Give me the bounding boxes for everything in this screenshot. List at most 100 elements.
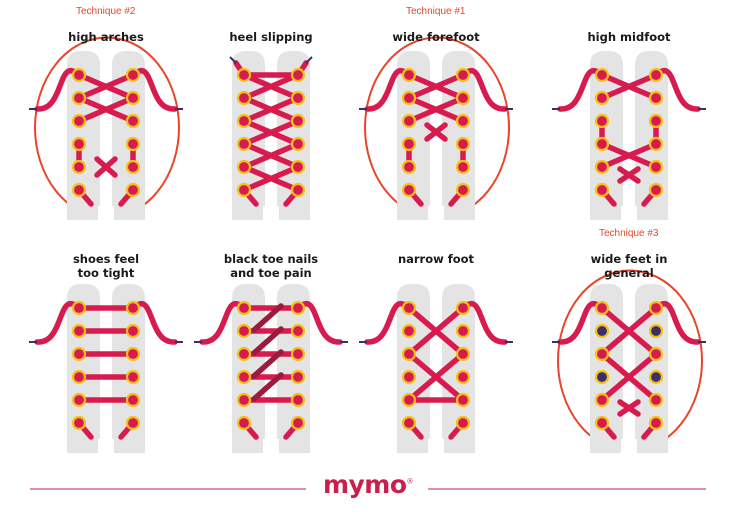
eyelet	[401, 182, 417, 198]
eyelet	[401, 346, 417, 362]
eyelet	[71, 392, 87, 408]
eyelet	[290, 323, 306, 339]
eyelet	[236, 346, 252, 362]
eyelet	[648, 159, 664, 175]
eyelet	[401, 113, 417, 129]
eyelet	[71, 113, 87, 129]
eyelet	[71, 415, 87, 431]
eyelet	[236, 415, 252, 431]
panel-title-too-tight: shoes feel too tight	[72, 252, 140, 280]
eyelet-unused	[594, 323, 610, 339]
highlight-ellipse	[364, 36, 510, 219]
lace-cross	[94, 156, 118, 178]
lace-cross	[241, 164, 301, 193]
tongue-notch	[263, 439, 279, 453]
eyelet	[236, 67, 252, 83]
laces	[364, 68, 508, 207]
eyelet	[594, 346, 610, 362]
laces	[364, 301, 508, 440]
panel-narrow-foot	[359, 284, 513, 453]
panel-toe-pain	[194, 284, 348, 453]
eyelet	[401, 323, 417, 339]
eyelet	[455, 346, 471, 362]
lace-diagonal	[251, 326, 284, 356]
eyelet	[290, 159, 306, 175]
technique-label: Technique #1	[406, 6, 466, 17]
lace-cross	[76, 72, 136, 101]
eyelet	[290, 90, 306, 106]
eyelet	[455, 323, 471, 339]
eyelet	[290, 182, 306, 198]
eyelet	[290, 346, 306, 362]
eyelet	[236, 300, 252, 316]
lace-cross	[76, 95, 136, 124]
lace-diagonal	[251, 349, 284, 379]
eyelet	[455, 136, 471, 152]
eyelet	[455, 113, 471, 129]
eyelet	[648, 182, 664, 198]
eyelet	[71, 300, 87, 316]
eyelet	[125, 392, 141, 408]
panel-heel-slipping	[229, 51, 313, 220]
highlight-ellipse	[557, 269, 703, 452]
lace-cross	[406, 95, 466, 124]
lace-cross	[599, 351, 659, 403]
eyelet	[290, 136, 306, 152]
lace-cross	[406, 351, 466, 403]
eyelet	[455, 67, 471, 83]
eyelet	[401, 300, 417, 316]
eyelet	[594, 182, 610, 198]
tongue-notch	[98, 206, 114, 220]
eyelet	[125, 415, 141, 431]
panel-title-heel-slipping: heel slipping	[229, 30, 313, 44]
eyelet	[125, 346, 141, 362]
lace-diagonal	[251, 303, 284, 333]
panel-wide-forefoot	[359, 36, 513, 220]
eyelet	[71, 346, 87, 362]
eyelet	[455, 300, 471, 316]
eyelet	[401, 392, 417, 408]
aglet-right	[305, 56, 313, 64]
lace-cross	[241, 118, 301, 147]
eyelet	[594, 392, 610, 408]
eyelet	[125, 67, 141, 83]
lace-cross	[241, 72, 301, 101]
eyelet	[125, 113, 141, 129]
eyelet	[71, 67, 87, 83]
tongue-notch	[263, 206, 279, 220]
eyelet	[125, 90, 141, 106]
panel-high-arches	[29, 36, 183, 220]
eyelet	[648, 392, 664, 408]
eyelet	[236, 159, 252, 175]
eyelet	[290, 369, 306, 385]
eyelet	[125, 182, 141, 198]
eyelet	[71, 369, 87, 385]
panel-title-narrow-foot: narrow foot	[397, 252, 475, 266]
eyelet	[236, 323, 252, 339]
eyelet	[71, 182, 87, 198]
lace-cross	[406, 72, 466, 101]
eyelet	[236, 113, 252, 129]
lace-diagonal	[251, 372, 284, 402]
panel-high-midfoot	[552, 51, 706, 220]
lace-cross	[617, 166, 641, 184]
eyelet	[125, 300, 141, 316]
eyelet	[455, 90, 471, 106]
eyelet	[455, 392, 471, 408]
eyelet-unused	[648, 323, 664, 339]
eyelet	[401, 136, 417, 152]
eyelet	[594, 415, 610, 431]
tongue-notch	[621, 439, 637, 453]
eyelet	[290, 113, 306, 129]
laces	[199, 301, 343, 440]
tongue-notch	[428, 439, 444, 453]
laces	[34, 301, 178, 440]
tongue-notch	[621, 206, 637, 220]
aglet-left	[229, 56, 237, 64]
eyelet	[236, 369, 252, 385]
eyelet	[71, 136, 87, 152]
eyelet	[401, 67, 417, 83]
panel-title-wide-feet: wide feet in general	[590, 252, 668, 280]
eyelet	[290, 392, 306, 408]
panels	[29, 36, 706, 453]
